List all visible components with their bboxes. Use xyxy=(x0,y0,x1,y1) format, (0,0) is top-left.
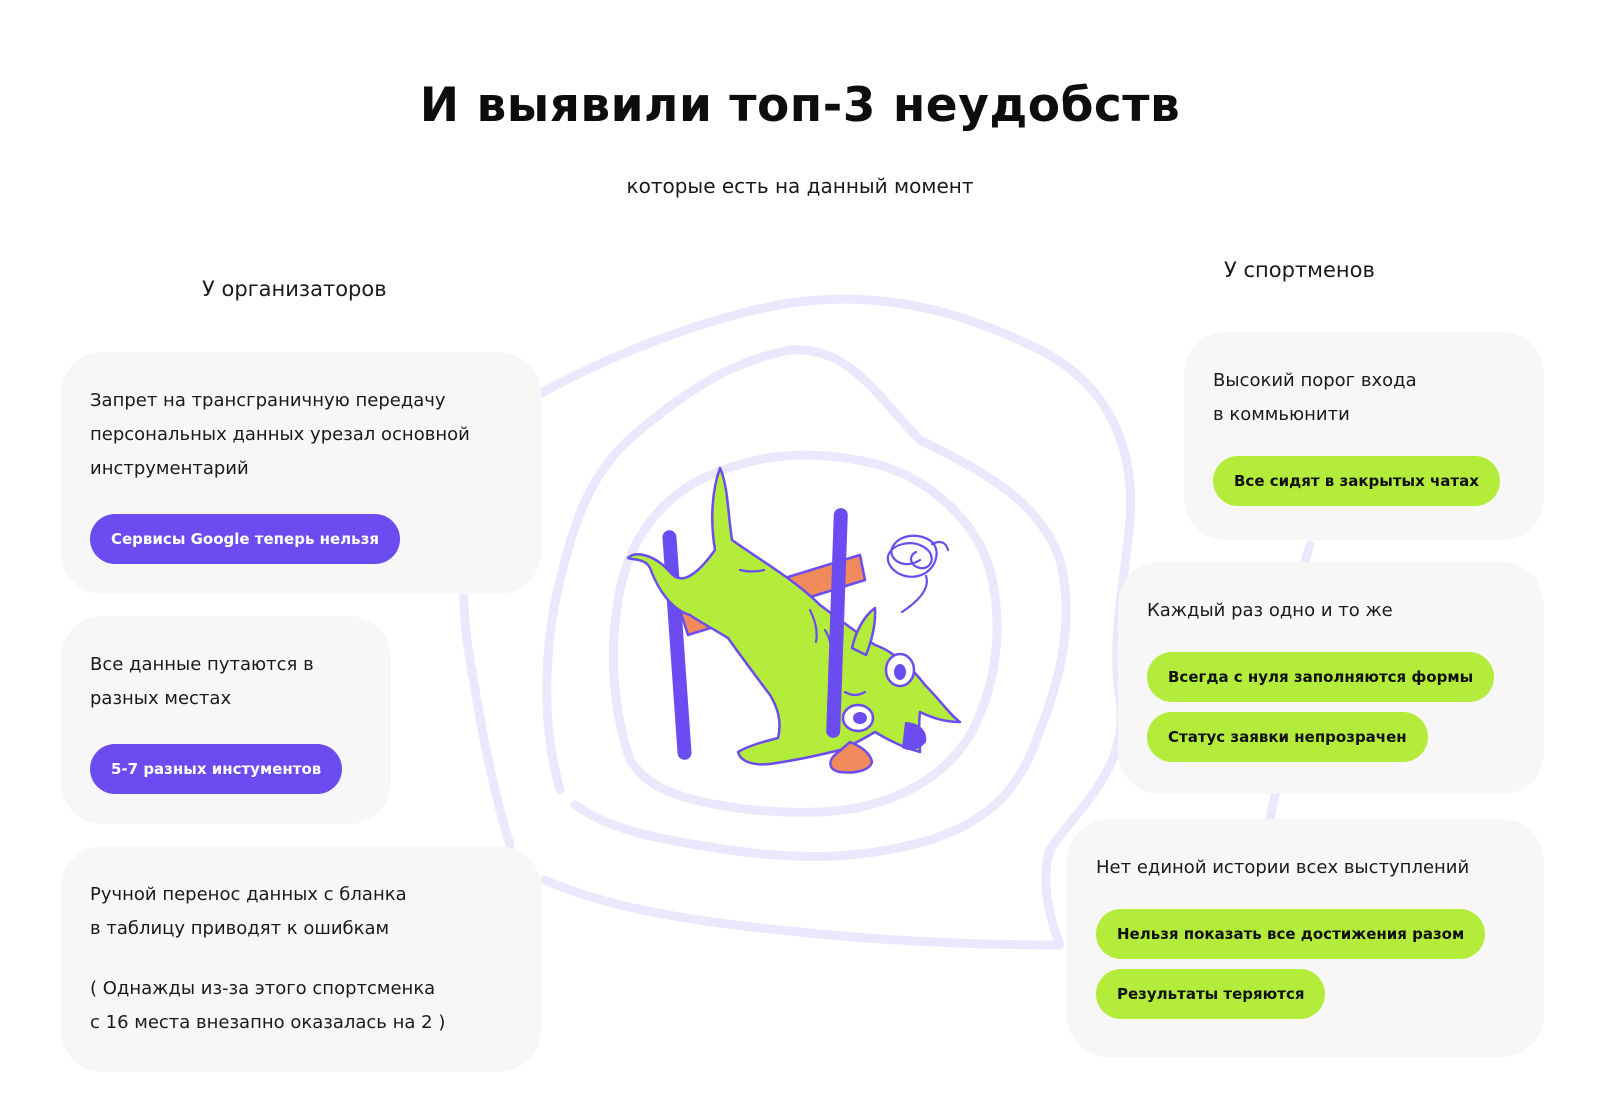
athlete-card-entry-barrier: Высокий порог входа в коммьюнити Все сид… xyxy=(1184,332,1544,540)
tag-forms-from-scratch: Всегда с нуля заполняются формы xyxy=(1147,652,1495,702)
page-title: И выявили топ-3 неудобств xyxy=(419,78,1181,133)
organizer-card-data-scattered: Все данные путаются в разных местах 5-7 … xyxy=(61,616,391,824)
card-note: ( Однажды из-за этого спортсменка с 16 м… xyxy=(90,978,446,1033)
page-subtitle: которые есть на данный момент xyxy=(626,174,974,198)
card-text: Нет единой истории всех выступлений xyxy=(1096,857,1470,878)
dog-jumping-hurdle-icon xyxy=(626,466,962,774)
tag-closed-chats: Все сидят в закрытых чатах xyxy=(1213,456,1500,506)
athlete-card-no-history: Нет единой истории всех выступлений Нель… xyxy=(1067,819,1544,1057)
tag-status-opaque: Статус заявки непрозрачен xyxy=(1147,712,1428,762)
organizer-card-data-transfer: Запрет на трансграничную передачу персон… xyxy=(61,352,541,594)
card-text: Каждый раз одно и то же xyxy=(1147,600,1393,621)
card-text: Высокий порог входа в коммьюнити xyxy=(1213,370,1417,425)
tag-no-achievements-view: Нельзя показать все достижения разом xyxy=(1096,909,1486,959)
organizer-card-manual-transfer: Ручной перенос данных с бланка в таблицу… xyxy=(61,846,541,1072)
tag-many-tools: 5-7 разных инстументов xyxy=(90,744,343,794)
athlete-card-repetition: Каждый раз одно и то же Всегда с нуля за… xyxy=(1118,562,1544,794)
card-text: Все данные путаются в разных местах xyxy=(90,654,314,709)
athletes-heading: У спортменов xyxy=(1224,258,1375,282)
card-text: Ручной перенос данных с бланка в таблицу… xyxy=(90,884,407,939)
card-text: Запрет на трансграничную передачу персон… xyxy=(90,390,470,479)
tag-google-banned: Сервисы Google теперь нельзя xyxy=(90,514,401,564)
organizers-heading: У организаторов xyxy=(202,277,387,301)
tag-results-lost: Результаты теряются xyxy=(1096,969,1326,1019)
